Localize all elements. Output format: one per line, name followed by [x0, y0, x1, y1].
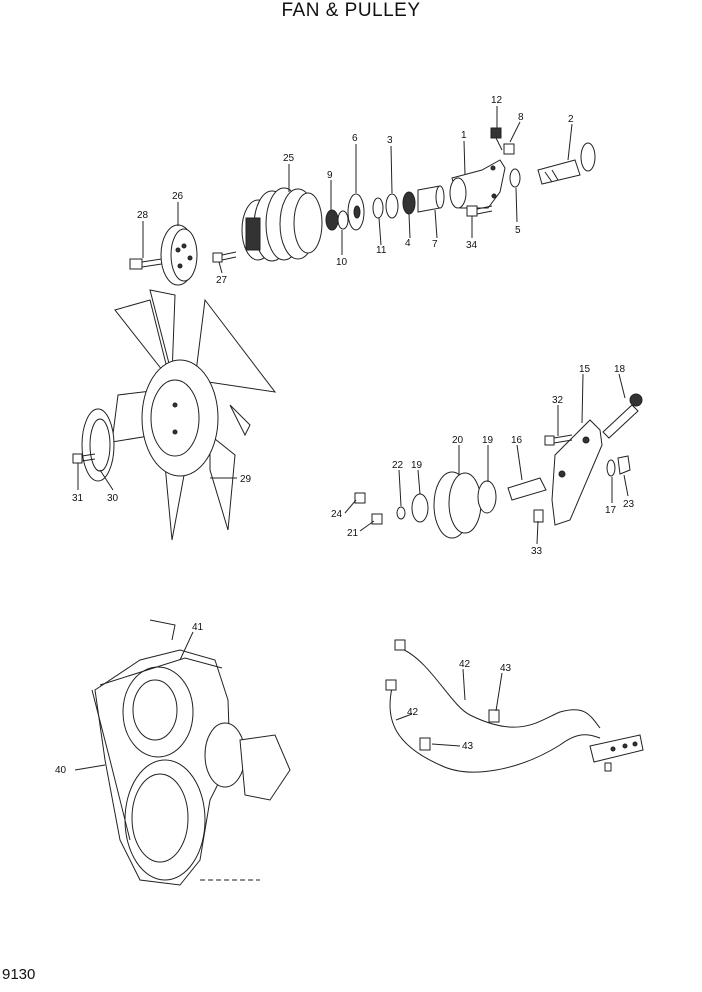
- page-number: 9130: [2, 966, 36, 983]
- callout-labels: 12 8 2 1 6 3 25 9 26 28 5 7 4 11 34 10 2…: [55, 95, 635, 776]
- housing-1: [449, 159, 506, 209]
- fan-29: [111, 289, 277, 541]
- page-title: FAN & PULLEY: [281, 0, 421, 21]
- shaft-2: [537, 142, 596, 185]
- callout-6: 6: [352, 133, 358, 144]
- callout-7: 7: [432, 239, 438, 250]
- callout-22: 23: [623, 499, 635, 510]
- callout-4: 4: [405, 238, 411, 249]
- callout-32: 32: [552, 395, 564, 406]
- callout-42-lower: 42: [407, 707, 419, 718]
- plate-6: [347, 193, 365, 231]
- callout-26: 26: [172, 191, 184, 202]
- callout-10: 10: [336, 257, 348, 268]
- callout-2: 2: [568, 114, 574, 125]
- callout-40: 40: [55, 765, 67, 776]
- callout-1: 1: [461, 130, 467, 141]
- spacer-7: [417, 185, 445, 213]
- idler-assembly: [354, 393, 643, 539]
- belt-drive-view: [91, 619, 291, 886]
- callout-12: 12: [491, 95, 503, 106]
- callout-21: 21: [347, 528, 359, 539]
- callout-19-lower: 19: [411, 460, 423, 471]
- callout-15: 15: [579, 364, 591, 375]
- callout-9: 9: [327, 170, 333, 181]
- callout-43-lower: 43: [462, 741, 474, 752]
- callout-34: 34: [466, 240, 478, 251]
- callout-17: 17: [605, 505, 617, 516]
- pulley-25: [241, 187, 323, 262]
- washer-9-10: [325, 209, 349, 231]
- rings-3-4-11: [372, 191, 416, 219]
- callout-30: 30: [107, 493, 119, 504]
- callout-5: 5: [515, 225, 521, 236]
- callout-42-upper: 42: [459, 659, 471, 670]
- callout-23: 22: [392, 460, 404, 471]
- leader-lines: [74, 106, 629, 771]
- fan-hub-assembly: [129, 127, 596, 286]
- callout-29: 29: [240, 474, 252, 485]
- spacer-30: [81, 408, 115, 482]
- callout-41: 41: [192, 622, 204, 633]
- washer-5: [509, 168, 521, 188]
- bolt-27: [212, 251, 237, 263]
- callout-11: 11: [376, 245, 387, 256]
- callout-25: 25: [283, 153, 295, 164]
- hose-assembly: [385, 639, 644, 773]
- callout-43-upper: 43: [500, 663, 512, 674]
- callout-24: 24: [331, 509, 343, 520]
- callout-27: 27: [216, 275, 228, 286]
- callout-33: 33: [531, 546, 543, 557]
- callout-16: 16: [511, 435, 523, 446]
- flange-26: [160, 224, 198, 286]
- callout-28: 28: [137, 210, 149, 221]
- callout-31: 31: [72, 493, 84, 504]
- callout-19-upper: 19: [482, 435, 494, 446]
- bolt-12-nut-8: [490, 127, 515, 155]
- callout-20: 20: [452, 435, 464, 446]
- callout-8: 8: [518, 112, 524, 123]
- callout-3: 3: [387, 135, 393, 146]
- callout-18: 18: [614, 364, 626, 375]
